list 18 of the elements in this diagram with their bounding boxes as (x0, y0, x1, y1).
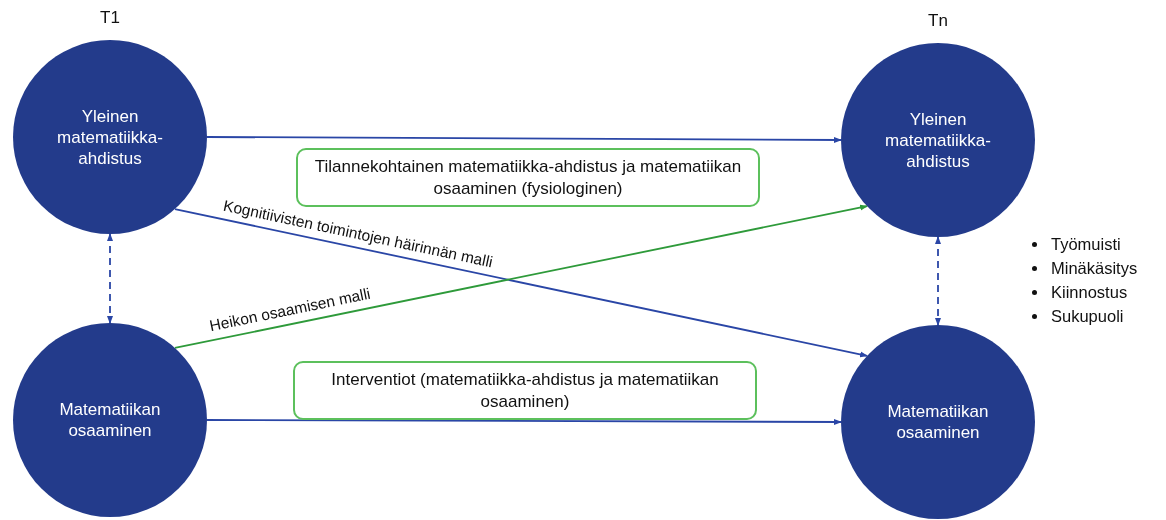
dashed-arrow (935, 236, 941, 326)
concept-text: Yleinen matematiikka-ahdistus (884, 108, 992, 172)
list-item: Sukupuoli (1051, 306, 1124, 327)
context-box (293, 361, 757, 420)
time-label: T1 (100, 8, 120, 28)
time-label: Tn (928, 11, 948, 31)
list-item: Minäkäsitys (1051, 258, 1138, 279)
edge-label: Heikon osaamisen malli (207, 284, 372, 336)
concept-text: Matematiikan osaaminen (886, 401, 990, 443)
dashed-arrow (107, 233, 113, 324)
list-item: Kiinnostus (1051, 282, 1128, 303)
concept-text: Yleinen matematiikka-ahdistus (56, 105, 164, 169)
context-text: Interventiot (matematiikka-ahdistus ja matematiikan osaaminen) (330, 368, 720, 413)
context-text: Tilannekohtainen matematiikka-ahdistus ja matematiikan osaaminen (fysiologinen) (313, 155, 743, 200)
arrow (206, 419, 842, 425)
list-item: Työmuisti (1051, 234, 1121, 255)
arrow (206, 136, 842, 143)
concept-text: Matematiikan osaaminen (58, 399, 162, 441)
